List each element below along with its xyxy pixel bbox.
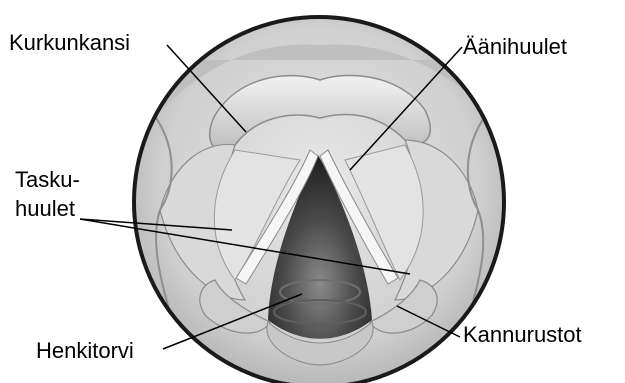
- label-trachea: Henkitorvi: [36, 339, 134, 363]
- label-false-cords-line2: huulet: [15, 197, 75, 221]
- label-vocal-cords: Äänihuulet: [463, 35, 567, 59]
- label-epiglottis: Kurkunkansi: [9, 31, 130, 55]
- label-arytenoids: Kannurustot: [463, 323, 582, 347]
- label-false-cords-line1: Tasku-: [15, 168, 80, 192]
